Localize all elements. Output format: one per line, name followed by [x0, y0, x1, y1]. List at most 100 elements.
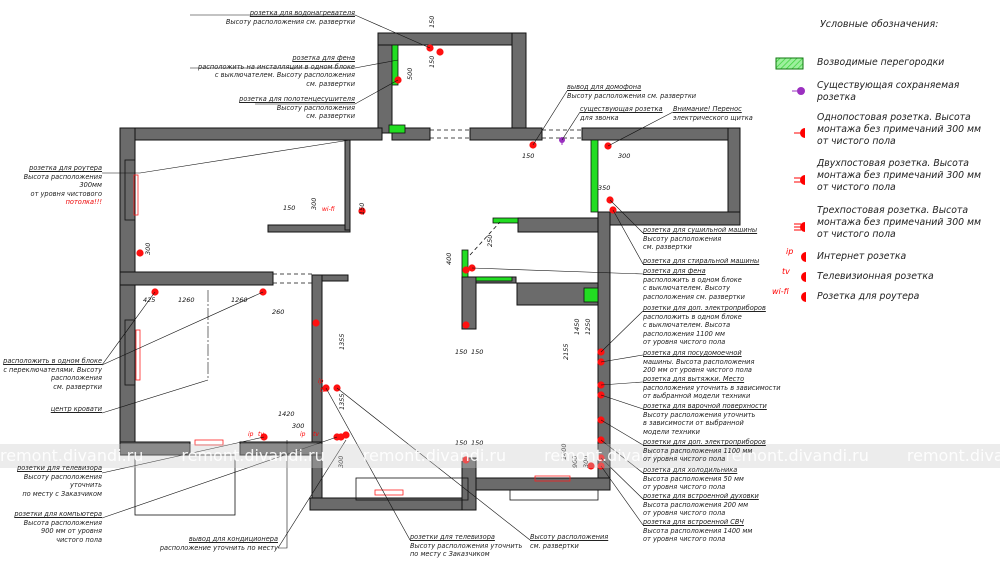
- socket-icon: [462, 321, 470, 329]
- leader-line: [609, 199, 644, 234]
- watermark: remont.divandi.ru: [544, 446, 688, 465]
- watermark: remont.divandi.ru: [725, 446, 869, 465]
- leader-line: [101, 379, 209, 414]
- leader-line: [600, 457, 644, 500]
- dimensions: 150 150 500 150 300 350 150 300 150 300 425 1260 126…: [143, 16, 630, 468]
- dimension-label: 1400: [560, 443, 568, 460]
- socket-tag: tv: [258, 431, 264, 438]
- dimension-label: 150: [358, 203, 366, 215]
- socket-icon: [587, 462, 595, 470]
- tv-socket-tag: tv: [782, 267, 790, 276]
- watermark: remont.divandi.ru: [181, 446, 325, 465]
- legend-item: Розетка для роутера: [817, 291, 920, 302]
- legend-item: Телевизионная розетка: [817, 271, 934, 282]
- leader-line: [561, 111, 581, 141]
- dimension-label: 1450: [573, 318, 581, 335]
- dimension-label: 300: [582, 456, 590, 468]
- dimension-label: 150: [428, 16, 436, 28]
- dimension-label: 1420: [278, 410, 295, 418]
- dimension-label: 1260: [231, 296, 248, 304]
- leader-line: [102, 139, 351, 174]
- callout-bed-center: центр кровати: [50, 405, 102, 413]
- dimension-label: 400: [445, 253, 453, 265]
- socket-icon: [312, 319, 320, 327]
- dimension-label: 300: [292, 422, 304, 430]
- leader-line: [612, 209, 644, 265]
- socket-tag: wi-fi: [322, 206, 335, 213]
- socket-tag: tv: [320, 387, 326, 394]
- dimension-label: 350: [598, 184, 610, 192]
- dimension-label: 1260: [178, 296, 195, 304]
- leader-line: [277, 439, 347, 549]
- callout-washer: розетка для стиральной машины: [643, 257, 760, 265]
- dimension-label: 300: [618, 152, 630, 160]
- single-socket-icon: [794, 128, 805, 138]
- dimension-label: 260: [272, 308, 284, 316]
- leader-line: [471, 267, 644, 275]
- leader-line: [336, 387, 531, 541]
- partition-hatch-icon: [775, 57, 804, 70]
- leader-line: [101, 291, 156, 366]
- dimension-label: 1250: [584, 318, 592, 335]
- dimension-label: 300: [144, 243, 152, 255]
- leader-line: [190, 59, 399, 69]
- leader-lines: [101, 14, 674, 549]
- leader-line: [532, 90, 568, 146]
- socket-tag: ip: [248, 431, 254, 438]
- dimension-label: 150: [471, 439, 483, 447]
- leader-line: [600, 381, 644, 386]
- dimension-label: 1355: [338, 333, 346, 350]
- dimension-label: 150: [522, 152, 534, 160]
- legend-title: Условные обозначения:: [820, 19, 939, 30]
- dimension-label: 500: [406, 68, 414, 80]
- leader-line: [278, 440, 288, 549]
- socket-icon: [462, 266, 470, 274]
- leader-line: [600, 439, 644, 474]
- dimension-label: 425: [143, 296, 155, 304]
- watermark: remont.divandi.ru: [906, 446, 1000, 465]
- legend-item: Трехпостовая розетка. Высота монтажа без…: [817, 205, 982, 240]
- watermark: remont.divandi.ru: [0, 446, 144, 465]
- dimension-label: 150: [283, 204, 295, 212]
- legend-item: Возводимые перегородки: [817, 57, 945, 68]
- router-socket-tag: wi-fi: [772, 287, 789, 296]
- legend-item: Интернет розетка: [817, 251, 907, 262]
- dimension-label: 150: [455, 439, 467, 447]
- dimension-label: 150: [455, 348, 467, 356]
- legend-item: Двухпостовая розетка. Высота монтажа без…: [817, 158, 982, 193]
- internet-socket-tag: ip: [786, 247, 794, 256]
- leader-line: [255, 79, 399, 105]
- socket-tag: ip: [300, 431, 306, 438]
- double-socket-icon: [794, 175, 805, 185]
- windows: [124, 159, 599, 516]
- leader-line: [190, 14, 431, 49]
- dimension-label: 150: [471, 348, 483, 356]
- dimension-label: 300: [310, 198, 318, 210]
- existing-socket-icon: [559, 137, 565, 145]
- watermark: remont.divandi.ru: [362, 446, 507, 465]
- leader-line: [101, 436, 265, 474]
- socket-tag: tv: [313, 431, 319, 438]
